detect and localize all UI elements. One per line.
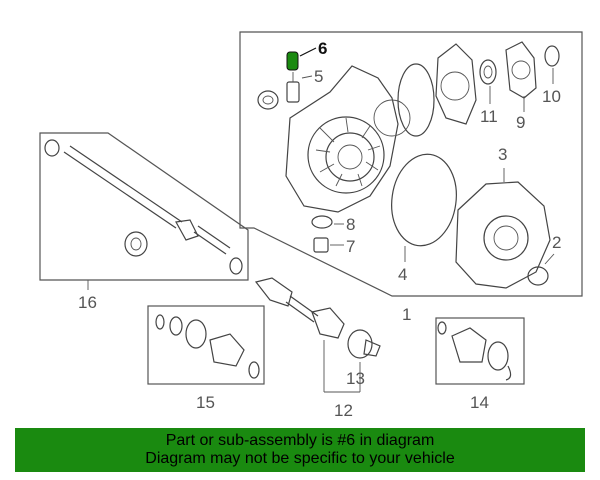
callout-16: 16 <box>78 293 97 312</box>
callout-6: 6 <box>318 39 328 58</box>
callout-1: 1 <box>402 305 412 324</box>
info-banner: Part or sub-assembly is #6 in diagram Di… <box>15 428 585 472</box>
callout-9: 9 <box>516 113 526 132</box>
callout-13: 13 <box>346 369 365 388</box>
part-7-plug <box>313 237 344 253</box>
leader-12 <box>323 340 361 393</box>
callout-7: 7 <box>346 237 356 256</box>
part-8-gasket <box>311 215 344 229</box>
seal-left <box>257 90 279 110</box>
part-2-seal <box>527 253 555 286</box>
part-5-vent <box>286 72 313 103</box>
callout-3: 3 <box>498 145 508 164</box>
callout-11: 11 <box>480 107 498 126</box>
callout-4: 4 <box>398 265 408 284</box>
callout-15: 15 <box>196 393 215 412</box>
axle-shaft-box <box>39 132 249 281</box>
part-10-seal <box>544 45 560 84</box>
boot-kit-15-parts <box>155 314 260 379</box>
differential-assembly-box <box>239 31 583 297</box>
callout-2: 2 <box>552 233 562 252</box>
part-6-cap-highlighted <box>286 47 317 71</box>
cover-plate-upper <box>435 43 477 125</box>
part-9-flange <box>505 41 537 112</box>
callout-8: 8 <box>346 215 356 234</box>
callout-12: 12 <box>334 401 353 420</box>
differential-housing <box>285 65 411 213</box>
inner-boot-kit-box <box>147 305 265 385</box>
cv-drive-shaft <box>254 277 381 359</box>
boot-kit-14-parts <box>437 321 512 381</box>
part-11-seal <box>479 59 497 104</box>
banner-line-1: Part or sub-assembly is #6 in diagram <box>165 432 435 449</box>
part-4-gasket <box>391 153 457 262</box>
callout-10: 10 <box>542 87 561 106</box>
callout-14: 14 <box>470 393 489 412</box>
outer-boot-kit-box <box>435 317 525 385</box>
parts-diagram <box>39 31 583 393</box>
banner-line-2: Diagram may not be specific to your vehi… <box>145 450 455 467</box>
callout-5: 5 <box>314 67 324 86</box>
axle-shaft <box>44 139 243 275</box>
o-ring-upper <box>397 63 435 137</box>
part-3-rear-cover <box>455 168 551 289</box>
